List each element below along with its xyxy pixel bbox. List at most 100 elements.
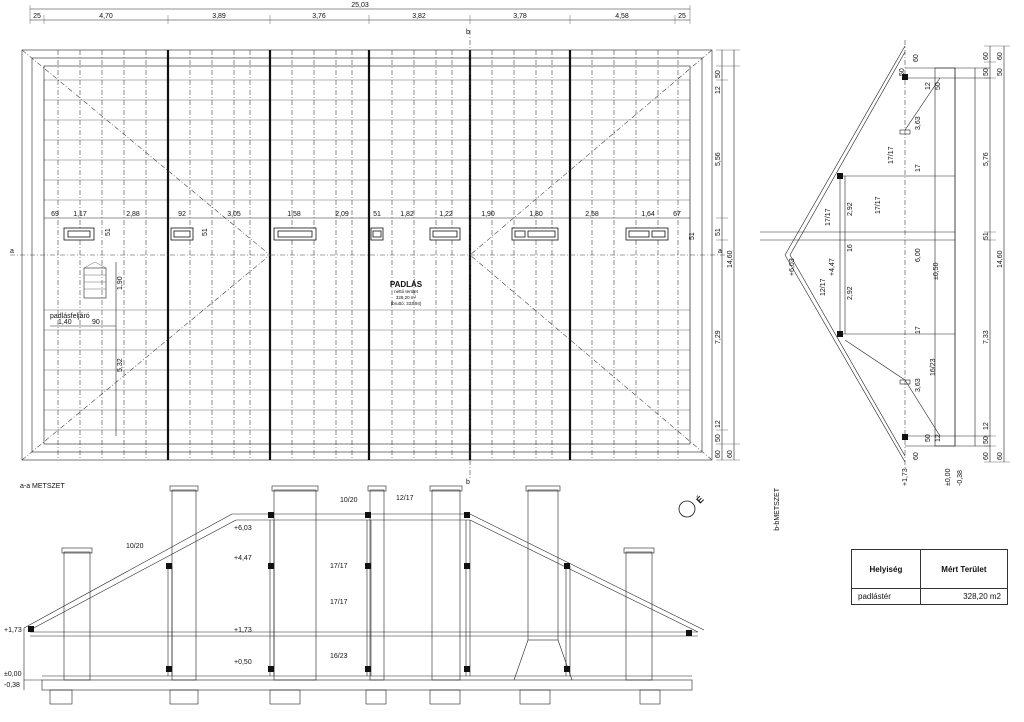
bb-right-dim: 50 (983, 68, 990, 76)
bb-level: +6,03 (789, 258, 796, 276)
bb-member: 16/23 (930, 358, 937, 376)
bb-member: 17/17 (825, 208, 832, 226)
section-mark-a-left: a (10, 248, 14, 255)
bb-dim: 3,63 (915, 378, 922, 392)
bb-level: -0,38 (957, 470, 964, 486)
stair-dim: 1,90 (117, 276, 124, 290)
dim-small: 51 (105, 228, 112, 236)
dim-seg: 3,76 (312, 13, 326, 20)
attic-stair (50, 261, 117, 436)
dim-row: 1,80 (529, 211, 543, 218)
plan-right-dimensions: 12 50 5,56 51 7,29 50 12 60 60 14,60 (715, 49, 740, 461)
bb-dim: 17 (915, 164, 922, 172)
dim-row: 1,17 (73, 211, 87, 218)
bb-member: 17/17 (888, 146, 895, 164)
bb-member: 12/17 (820, 278, 827, 296)
bb-level: ±0,00 (945, 468, 952, 486)
dim-right: 5,56 (715, 152, 722, 166)
bb-dim-top: 60 (913, 54, 920, 62)
bb-right-dim: 60 (983, 452, 990, 460)
bb-member: 17/17 (875, 196, 882, 214)
aa-member: 16/23 (330, 653, 348, 660)
aa-level: ±0,00 (4, 671, 22, 678)
legend-room-area: 328,20 m2 (919, 588, 1009, 605)
dim-row: 2,58 (585, 211, 599, 218)
aa-member: 10/20 (340, 497, 358, 504)
bb-dim-top: 12 (925, 82, 932, 90)
room-net-label: nettó terület (394, 289, 419, 294)
dim-right: 12 (715, 420, 722, 428)
room-gross: (bruttó: 333,94) (391, 301, 422, 306)
dim-seg: 4,58 (615, 13, 629, 20)
stair-dim: 90 (92, 319, 100, 326)
bb-dim: 3,63 (915, 116, 922, 130)
dim-row: 1,90 (481, 211, 495, 218)
stair-dim: 1,40 (58, 319, 72, 326)
legend-col-area: Mért Terület (919, 549, 1009, 589)
dim-right: 60 (715, 450, 722, 458)
section-aa-title: a-a METSZET (20, 483, 65, 490)
dim-right: 50 (715, 434, 722, 442)
bb-dim-bot: 50 (925, 434, 932, 442)
aa-level: +4,47 (234, 555, 252, 562)
posts (167, 520, 571, 676)
hips-and-ridge (10, 49, 725, 461)
north-label: É (694, 494, 705, 505)
bb-dim-top: 50 (899, 68, 906, 76)
dim-right: 50 (715, 70, 722, 78)
aa-level: +1,73 (234, 627, 252, 634)
section-mark-a-right: a (718, 248, 722, 255)
main-trusses (166, 50, 572, 460)
bb-right-dim: 50 (997, 68, 1004, 76)
aa-level: +1,73 (4, 627, 22, 634)
legend-room-name: padlástér (851, 588, 921, 605)
bb-right-dim: 5,76 (983, 152, 990, 166)
section-bb: 3,63 17 2,92 2,92 17 3,63 6,00 17/17 17/… (760, 40, 990, 486)
dim-small: 51 (689, 232, 696, 240)
bb-dim: 2,92 (847, 286, 854, 300)
dim-row: 51 (373, 211, 381, 218)
bb-right-dim: 7,33 (983, 330, 990, 344)
dim-row: 1,64 (641, 211, 655, 218)
bb-dim: 17 (915, 326, 922, 334)
roof-windows (63, 227, 669, 241)
area-legend-table: Helyiség Mért Terület padlástér 328,20 m… (851, 549, 1009, 605)
section-mark-b-top: b (466, 29, 470, 36)
bb-level: +1,73 (902, 468, 909, 486)
dim-total-width: 25,03 (351, 2, 369, 9)
bb-right-dim: 60 (997, 52, 1004, 60)
dim-seg: 4,70 (99, 13, 113, 20)
bb-right-dim: 14,60 (997, 250, 1004, 268)
section-mark-b-bottom: b (466, 479, 470, 486)
bb-level: +4,47 (829, 258, 836, 276)
bb-dim-bot: 12 (935, 434, 942, 442)
aa-member: 17/17 (330, 563, 348, 570)
bb-dim-bot: 60 (913, 452, 920, 460)
bb-right-dim: 60 (983, 52, 990, 60)
bb-dim: 6,00 (915, 248, 922, 262)
aa-level: -0,38 (4, 682, 20, 689)
aa-member: 12/17 (396, 495, 414, 502)
bb-level: ±0,50 (933, 262, 940, 280)
bb-member: 16 (847, 244, 854, 252)
dim-right: 60 (727, 450, 734, 458)
dim-row: 1,22 (439, 211, 453, 218)
dim-row: 67 (673, 211, 681, 218)
dim-row: 2,09 (335, 211, 349, 218)
bb-right-dim: 51 (983, 232, 990, 240)
dim-right: 12 (715, 86, 722, 94)
bb-dim: 2,92 (847, 202, 854, 216)
stair-dim: 5,32 (117, 358, 124, 372)
room-area: 328,20 m² (396, 295, 417, 300)
dim-seg: 25 (33, 13, 41, 20)
legend-col-room: Helyiség (851, 549, 921, 589)
north-arrow: É (678, 494, 706, 518)
aa-level: +0,50 (234, 659, 252, 666)
dim-seg: 3,78 (513, 13, 527, 20)
aa-member: 17/17 (330, 599, 348, 606)
roof-plan: b b a a 69 1,17 2,88 92 3,05 1,58 2,09 5… (10, 29, 725, 486)
room-name: PADLÁS (390, 280, 423, 289)
dim-seg: 3,82 (412, 13, 426, 20)
bb-right-dim: 60 (997, 452, 1004, 460)
